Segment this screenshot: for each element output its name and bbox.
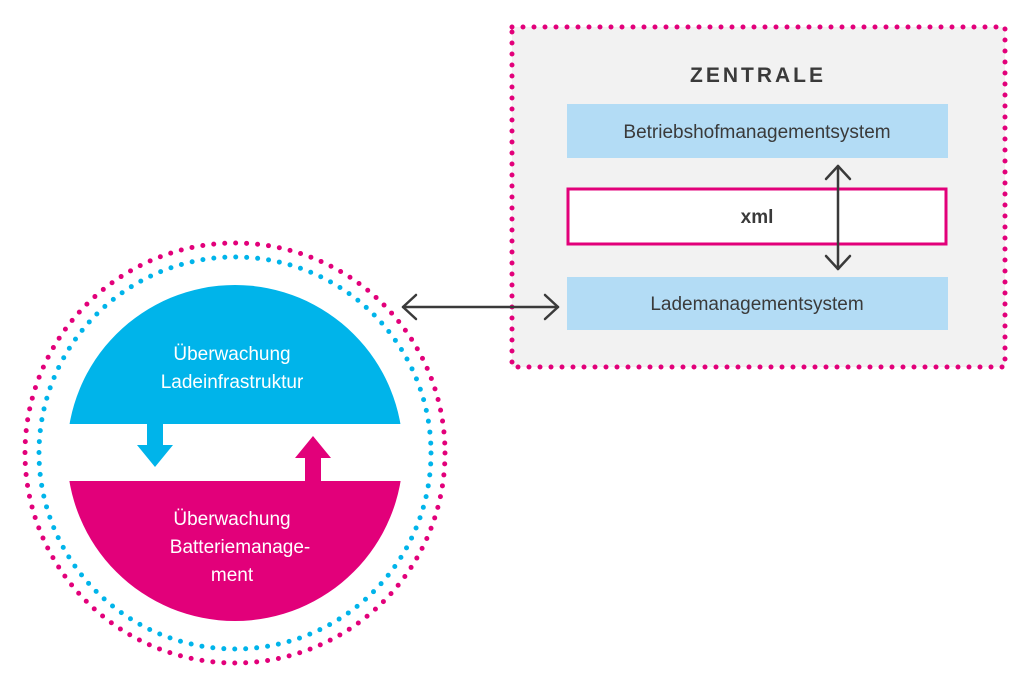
- xml-box: [566, 187, 948, 246]
- outer-dotted-ring: [22, 240, 448, 666]
- horizontal-double-arrow-icon: [401, 293, 560, 321]
- infrastructure-label-line1: Überwachung: [173, 344, 290, 365]
- charging-management-box: [567, 277, 948, 330]
- depot-management-label: Betriebshofmanagementsystem: [623, 122, 890, 143]
- battery-label-line3: ment: [211, 565, 254, 586]
- up-arrow-icon: [295, 436, 331, 481]
- charging-management-label: Lademanagementsystem: [650, 294, 863, 315]
- xml-label: xml: [741, 207, 774, 228]
- battery-label-line2: Batteriemanage-: [170, 537, 310, 558]
- inner-dotted-ring: [36, 254, 434, 652]
- vertical-double-arrow-icon: [824, 164, 852, 271]
- down-arrow-icon: [137, 422, 173, 467]
- infrastructure-label-line2: Ladeinfrastruktur: [161, 372, 304, 393]
- central-title: ZENTRALE: [690, 64, 826, 87]
- battery-label-line1: Überwachung: [173, 509, 290, 530]
- depot-management-box: [567, 104, 948, 158]
